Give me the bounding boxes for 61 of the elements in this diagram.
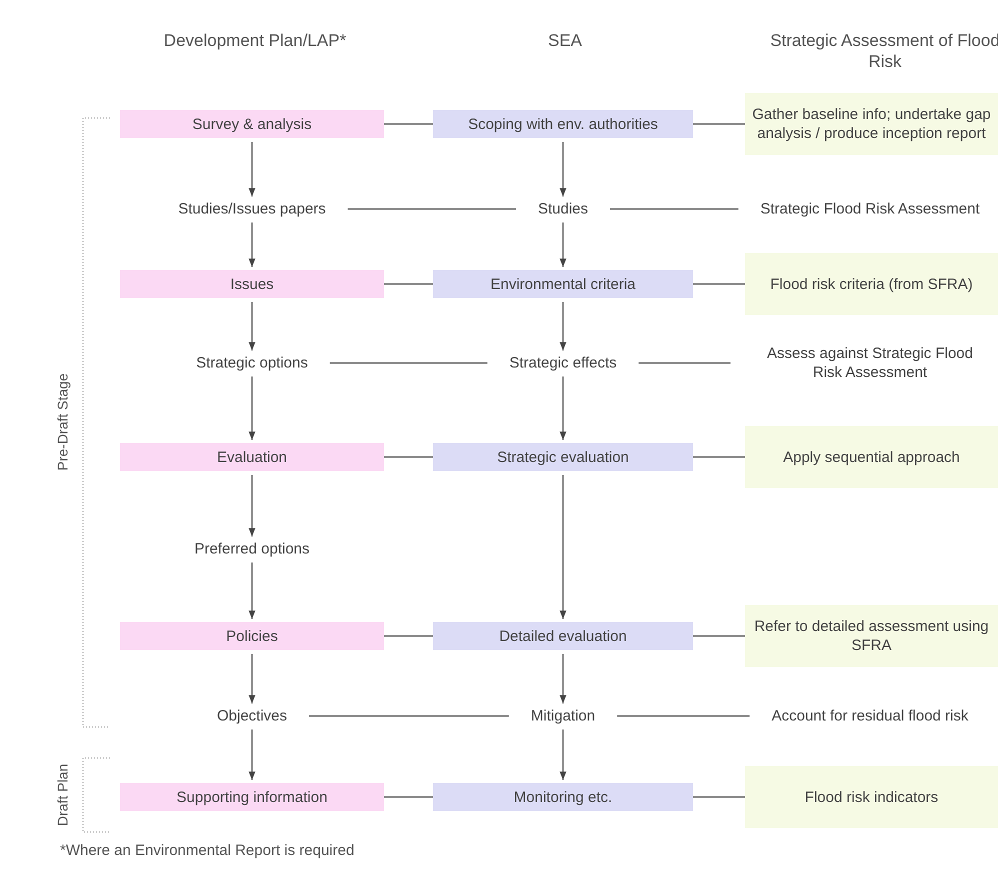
step-text: Studies: [538, 200, 588, 218]
process-box: Monitoring etc.: [433, 783, 693, 811]
note-box: Flood risk criteria (from SFRA): [745, 253, 998, 315]
note-box: Flood risk indicators: [745, 766, 998, 828]
arrow: [248, 302, 256, 350]
connector-line: [638, 362, 730, 364]
step-text: Preferred options: [194, 540, 310, 558]
connector-line: [384, 456, 433, 458]
connector-line: [348, 208, 516, 210]
process-box: Evaluation: [120, 443, 384, 471]
arrow: [560, 730, 566, 780]
note-box: Refer to detailed assessment using SFRA: [745, 605, 998, 667]
arrow: [560, 475, 566, 619]
connector-line: [309, 715, 509, 717]
connector-line: [693, 456, 745, 458]
step-text: Account for residual flood risk: [772, 706, 968, 726]
connector-line: [384, 635, 433, 637]
connector-line: [610, 208, 738, 210]
arrow: [248, 475, 256, 536]
process-box: Environmental criteria: [433, 270, 693, 298]
arrow: [248, 142, 256, 196]
arrow: [248, 376, 256, 440]
column-heading: Development Plan/LAP*: [162, 30, 348, 51]
connector-line: [693, 283, 745, 285]
note-box: Apply sequential approach: [745, 426, 998, 488]
arrow: [248, 730, 256, 780]
step-text: Assess against Strategic Flood Risk Assessment: [752, 344, 988, 382]
arrow: [560, 142, 566, 196]
process-box: Supporting information: [120, 783, 384, 811]
connector-line: [693, 635, 745, 637]
process-box: Scoping with env. authorities: [433, 110, 693, 138]
arrow: [560, 302, 566, 350]
connector-line: [693, 123, 745, 125]
connector-line: [384, 796, 433, 798]
stage-label: Draft Plan: [54, 764, 72, 826]
column-heading: SEA: [546, 30, 584, 51]
connector-line: [384, 123, 433, 125]
arrow: [248, 562, 256, 619]
arrow: [560, 654, 566, 704]
connector-line: [330, 362, 488, 364]
step-text: Strategic Flood Risk Assessment: [760, 200, 980, 218]
process-box: Survey & analysis: [120, 110, 384, 138]
step-text: Strategic options: [196, 354, 308, 372]
process-box: Policies: [120, 622, 384, 650]
process-box: Issues: [120, 270, 384, 298]
step-text: Studies/Issues papers: [178, 200, 326, 218]
connector-line: [693, 796, 745, 798]
connector-line: [384, 283, 433, 285]
process-box: Strategic evaluation: [433, 443, 693, 471]
note-box: Gather baseline info; undertake gap analysis / produce inception report: [745, 93, 998, 155]
footnote: *Where an Environmental Report is required: [60, 841, 354, 861]
arrow: [560, 222, 566, 267]
step-text: Strategic effects: [509, 354, 617, 372]
step-text: Mitigation: [530, 706, 596, 726]
arrow: [560, 376, 566, 440]
arrow: [248, 654, 256, 704]
arrow: [248, 222, 256, 267]
step-text: Objectives: [216, 706, 288, 726]
stage-label: Pre-Draft Stage: [54, 373, 72, 471]
process-box: Detailed evaluation: [433, 622, 693, 650]
connector-line: [617, 715, 750, 717]
